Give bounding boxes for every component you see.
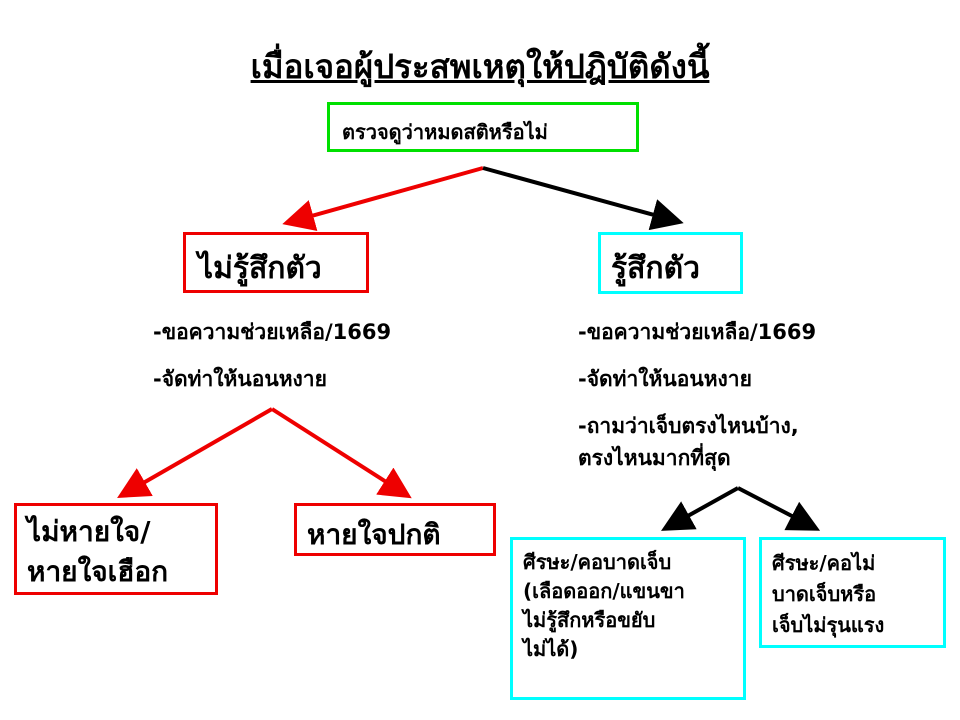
arrow-to-conscious [482,166,684,231]
breathing-normal-label: หายใจปกติ [307,518,441,551]
serious-line-3: ไม่รู้สึกหรือขยับ [523,608,656,632]
conscious-step-ask-worst: ตรงไหนมากที่สุด [578,446,731,470]
arrow-to-breathing [270,407,412,499]
head-neck-minor-box: ศีรษะ/คอไม่ บาดเจ็บหรือ เจ็บไม่รุนแรง [759,537,946,648]
conscious-box: รู้สึกตัว [598,232,743,294]
serious-line-4: ไม่ได้) [523,637,579,661]
arrow-to-unconscious [282,166,484,231]
serious-line-1: ศีรษะ/คอบาดเจ็บ [523,550,672,574]
serious-line-2: (เลือดออก/แขนขา [523,579,685,603]
minor-line-1: ศีรษะ/คอไม่ [772,551,876,575]
unconscious-label: ไม่รู้สึกตัว [198,251,322,286]
head-neck-injured-box: ศีรษะ/คอบาดเจ็บ (เลือดออก/แขนขา ไม่รู้สึ… [510,537,746,700]
not-breathing-box: ไม่หายใจ/ หายใจเฮือก [14,503,218,595]
conscious-label: รู้สึกตัว [611,251,700,286]
check-consciousness-label: ตรวจดูว่าหมดสติหรือไม่ [342,120,548,144]
unconscious-box: ไม่รู้สึกตัว [183,232,369,293]
not-breathing-line-2: หายใจเฮือก [27,555,169,588]
diagram-title: เมื่อเจอผู้ประสพเหตุให้ปฎิบัติดังนี้ [250,47,710,86]
arrow-to-minor [737,486,821,531]
check-consciousness-box: ตรวจดูว่าหมดสติหรือไม่ [327,102,639,152]
minor-line-2: บาดเจ็บหรือ [772,582,877,606]
minor-line-3: เจ็บไม่รุนแรง [772,613,885,637]
conscious-step-call-help: -ขอความช่วยเหลือ/1669 [578,320,817,344]
conscious-step-lay-supine: -จัดท่าให้นอนหงาย [578,367,752,391]
unconscious-step-lay-supine: -จัดท่าให้นอนหงาย [153,367,327,391]
not-breathing-line-1: ไม่หายใจ/ [27,515,151,548]
arrow-to-serious [661,486,739,531]
arrow-to-not-breathing [117,407,273,498]
unconscious-step-call-help: -ขอความช่วยเหลือ/1669 [153,320,392,344]
breathing-normal-box: หายใจปกติ [294,503,496,556]
conscious-step-ask-pain: -ถามว่าเจ็บตรงไหนบ้าง, [578,414,799,438]
